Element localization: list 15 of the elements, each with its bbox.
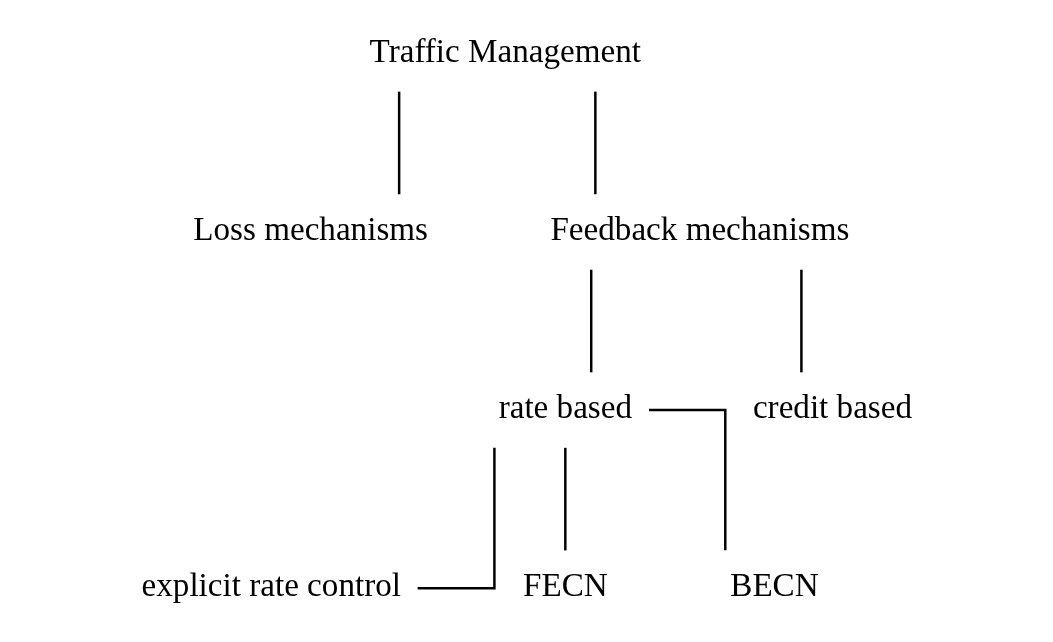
node-text: FECN — [522, 566, 608, 603]
node-text: Traffic Management — [369, 31, 641, 69]
node-text: credit based — [752, 387, 913, 425]
node-text: BECN — [730, 566, 819, 603]
connector — [397, 91, 401, 195]
node-text: Loss mechanisms — [193, 209, 428, 247]
node-text: rate based — [498, 387, 632, 425]
node-text: Feedback mechanisms — [550, 209, 850, 247]
connector — [800, 269, 803, 373]
connector — [589, 269, 593, 373]
connector — [564, 447, 567, 551]
connector — [417, 447, 496, 590]
connector — [649, 408, 727, 551]
connector — [594, 91, 597, 195]
node-text: explicit rate control — [141, 566, 401, 603]
